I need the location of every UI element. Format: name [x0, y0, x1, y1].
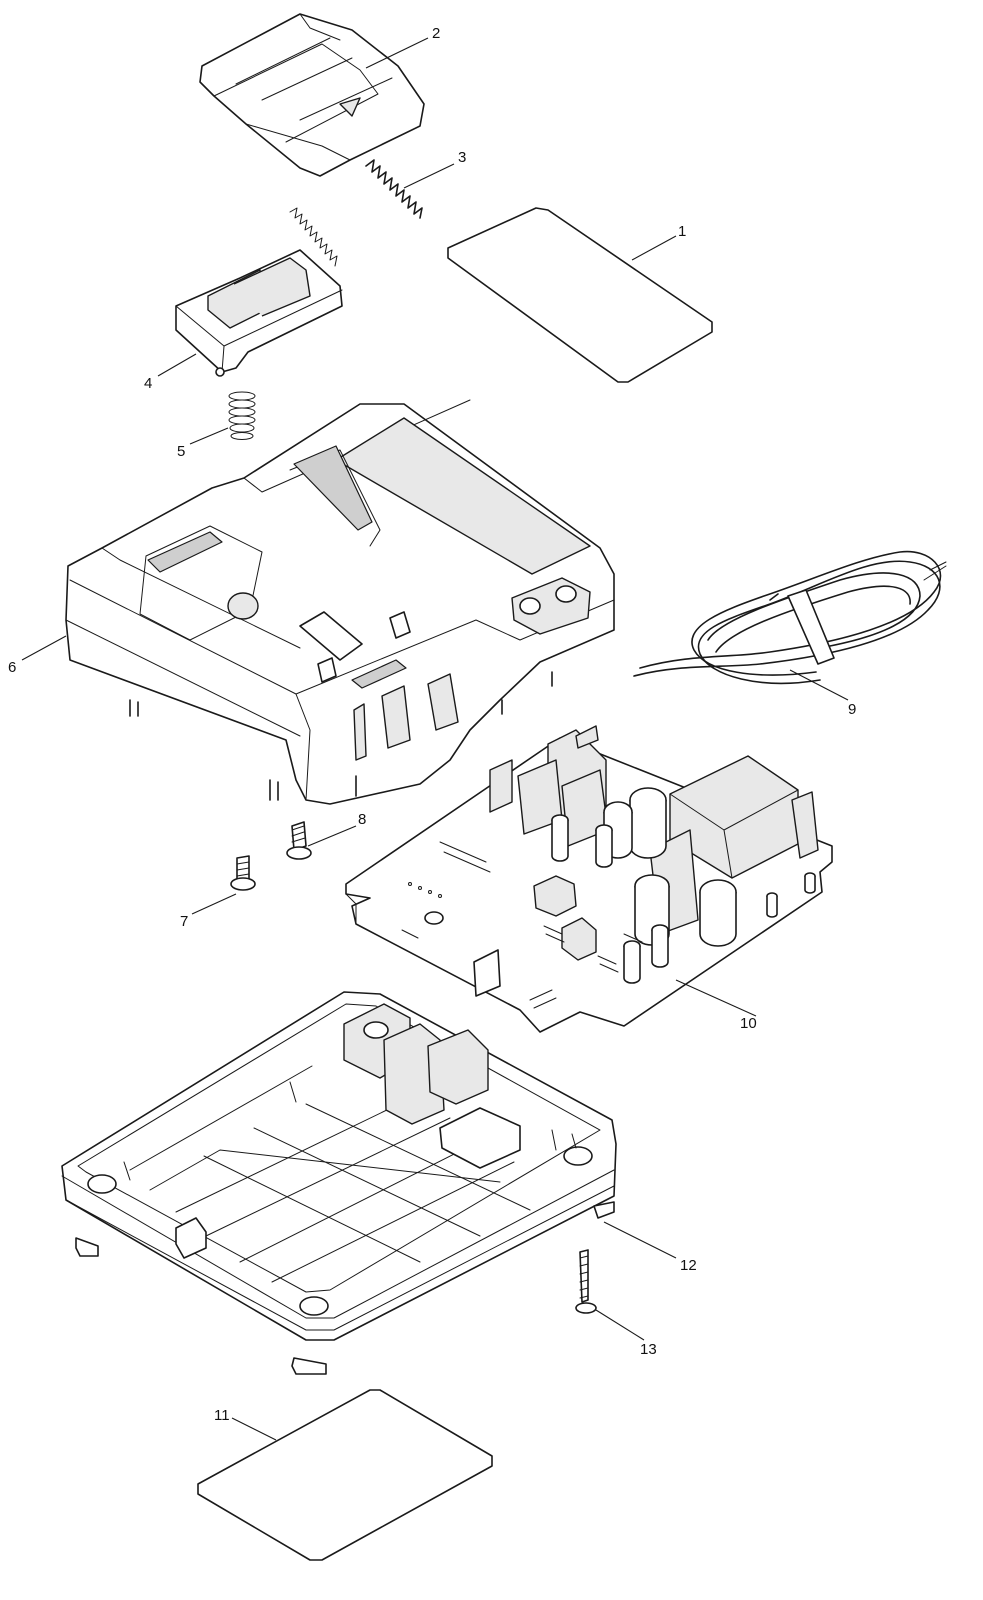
callout-13: 13 — [640, 1341, 657, 1358]
part-11-label — [197, 1389, 493, 1561]
part-12-base — [61, 991, 617, 1375]
part-13-screw — [575, 1249, 597, 1314]
part-5-spring — [228, 391, 256, 440]
callout-4: 4 — [144, 375, 152, 392]
callout-11: 11 — [214, 1407, 230, 1424]
callout-8: 8 — [358, 811, 366, 828]
callout-10: 10 — [740, 1015, 757, 1032]
callout-5: 5 — [177, 443, 185, 460]
part-10-pcb — [345, 725, 833, 1033]
callout-1: 1 — [678, 223, 686, 240]
part-2-slide-cover — [199, 13, 425, 177]
callout-2: 2 — [432, 25, 440, 42]
callout-7: 7 — [180, 913, 188, 930]
part-7-screw — [230, 855, 256, 891]
part-6-top-housing — [65, 399, 615, 805]
leader-lines — [21, 37, 849, 1441]
spring-upper — [289, 207, 338, 267]
part-1-label — [447, 207, 713, 383]
callout-labels: 1 2 3 4 5 6 7 8 9 10 11 12 13 — [8, 25, 856, 1424]
part-9-cord — [633, 550, 947, 685]
callout-3: 3 — [458, 149, 466, 166]
part-8-screw — [286, 821, 312, 860]
part-3-spring — [365, 159, 423, 219]
callout-9: 9 — [848, 701, 856, 718]
callout-6: 6 — [8, 659, 16, 676]
part-4-slider — [175, 249, 343, 377]
callout-12: 12 — [680, 1257, 697, 1274]
